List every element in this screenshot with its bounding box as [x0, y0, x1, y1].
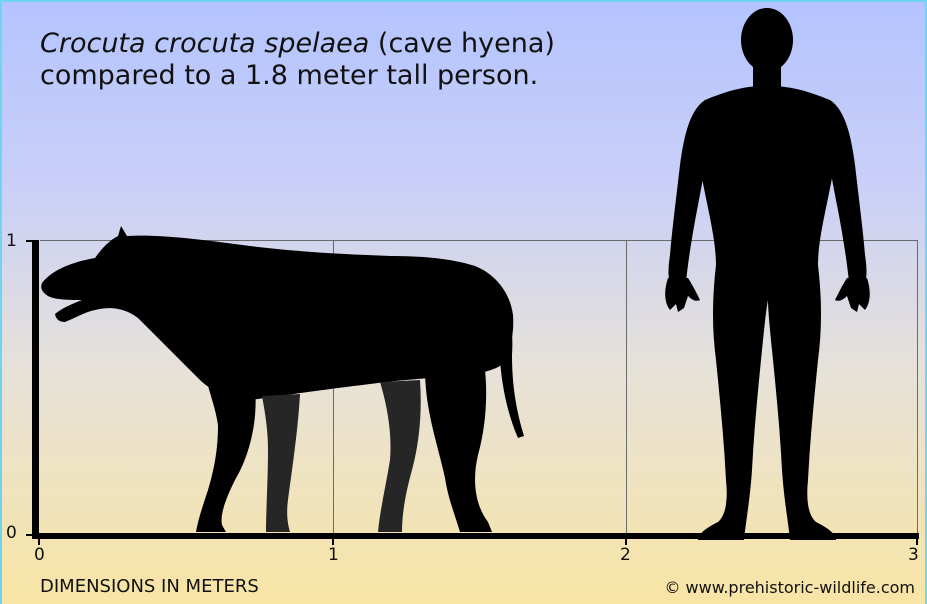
person-silhouette [665, 8, 870, 540]
cave-hyena-silhouette [41, 226, 524, 532]
